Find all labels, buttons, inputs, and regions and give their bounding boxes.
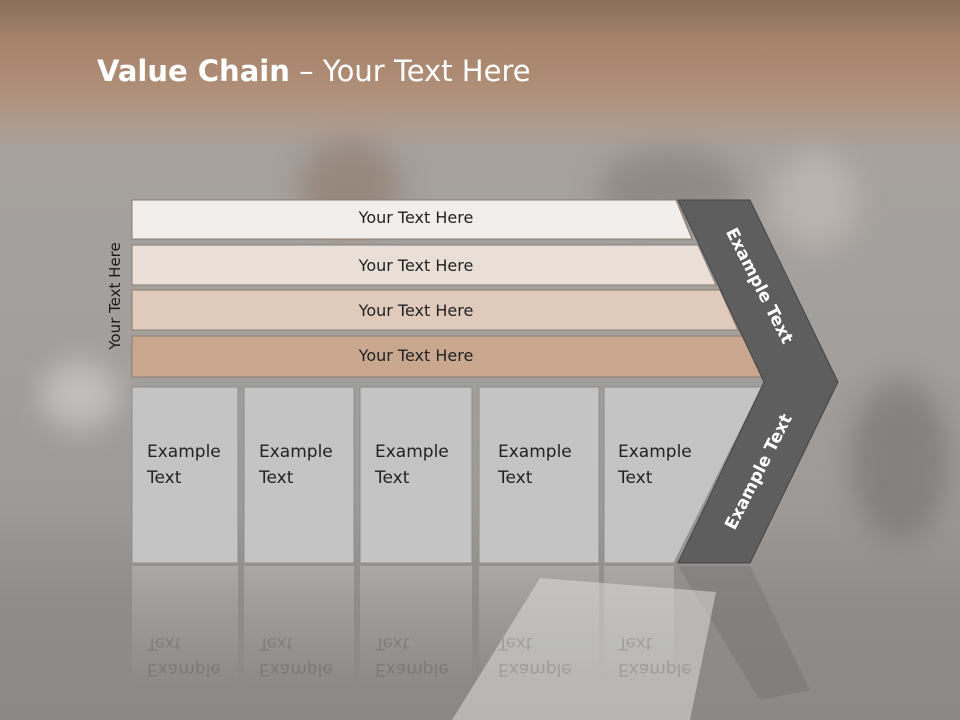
row-bar-2[interactable] [131, 244, 717, 286]
example-box-4[interactable] [478, 386, 600, 564]
background-photo-figure [850, 380, 950, 540]
example-box-5[interactable] [603, 386, 763, 564]
row-label-1: Your Text Here [358, 208, 474, 227]
slide-title: Value Chain – Your Text Here [97, 54, 531, 88]
background-photo-figure [40, 360, 120, 430]
example-box-3[interactable] [359, 386, 473, 564]
reflection [132, 566, 810, 720]
example-box-1[interactable] [131, 386, 239, 564]
row-bar-3[interactable] [131, 289, 739, 331]
slide-title-rest: – Your Text Here [289, 54, 531, 88]
row-bar-1[interactable] [131, 199, 693, 240]
row-label-4: Your Text Here [358, 346, 474, 365]
row-label-2: Your Text Here [358, 256, 474, 275]
value-chevron[interactable] [677, 199, 839, 564]
row-label-3: Your Text Here [358, 301, 474, 320]
example-box-2[interactable] [243, 386, 355, 564]
background-photo-figure [770, 150, 860, 250]
slide-title-bold: Value Chain [97, 54, 290, 88]
